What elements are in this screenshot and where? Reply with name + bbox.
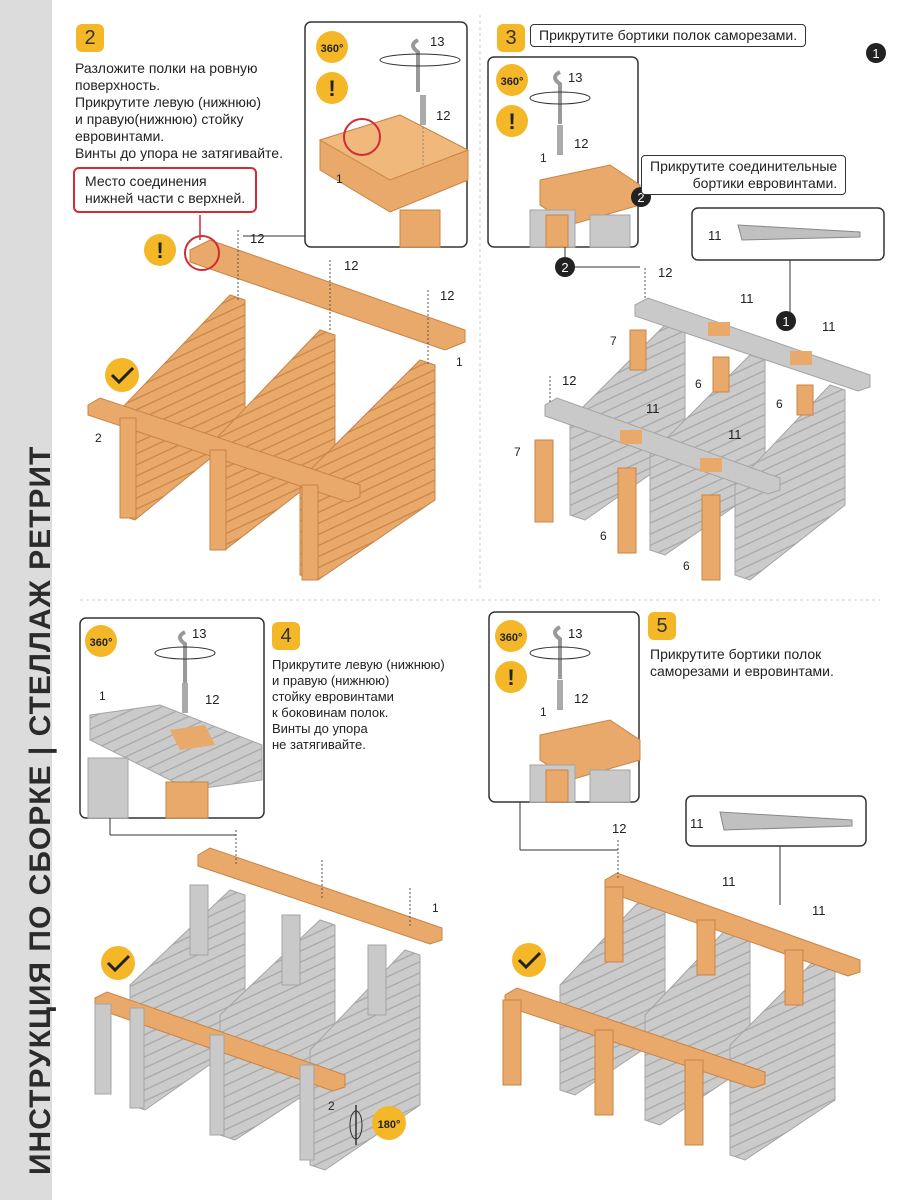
check-icon xyxy=(512,943,546,977)
step5-badge: 5 xyxy=(648,612,676,640)
step4-text: Прикрутите левую (нижнюю) и правую (нижн… xyxy=(272,657,445,752)
step3-top-board xyxy=(634,297,871,392)
step3-marker-1 xyxy=(866,43,886,63)
step2-top-board xyxy=(189,239,466,351)
svg-text:12: 12 xyxy=(440,288,454,303)
step2-panel-right xyxy=(299,359,436,581)
svg-text:360°: 360° xyxy=(501,76,524,88)
svg-text:12: 12 xyxy=(250,231,264,246)
svg-text:2: 2 xyxy=(637,190,644,205)
svg-text:7: 7 xyxy=(610,334,617,348)
svg-text:360°: 360° xyxy=(90,637,113,649)
label-1: 1 xyxy=(336,172,343,186)
step4-top-board xyxy=(197,847,443,945)
svg-text:1: 1 xyxy=(99,689,106,703)
svg-text:13: 13 xyxy=(568,70,582,85)
step3-badge: 3 xyxy=(497,24,525,52)
step4-badge: 4 xyxy=(272,622,300,650)
check-icon xyxy=(101,946,135,980)
label-12: 12 xyxy=(436,108,450,123)
step2-screw-13 xyxy=(411,38,420,92)
step5-text: Прикрутите бортики полок саморезами и ев… xyxy=(650,646,834,679)
step3-panel-right xyxy=(734,384,846,581)
label-13: 13 xyxy=(430,34,444,49)
step2-badge: 2 xyxy=(76,24,104,52)
svg-text:1: 1 xyxy=(540,705,547,719)
warning-icon: ! xyxy=(495,661,527,693)
svg-text:11: 11 xyxy=(646,401,660,416)
badge-360-icon: 360° xyxy=(495,620,527,652)
step3-callout-2: Прикрутите соединительные бортики еврови… xyxy=(641,155,847,195)
svg-text:6: 6 xyxy=(776,397,783,411)
step4-inset-board xyxy=(89,704,263,791)
svg-text:!: ! xyxy=(328,76,335,101)
badge-180-icon: 180° xyxy=(372,1106,406,1140)
step2-text: Разложите полки на ровную поверхность. П… xyxy=(75,60,283,161)
step3-callout-1: Прикрутите бортики полок саморезами. xyxy=(530,24,807,47)
svg-text:12: 12 xyxy=(612,821,626,836)
svg-text:12: 12 xyxy=(205,692,219,707)
svg-text:11: 11 xyxy=(728,427,742,442)
svg-text:360°: 360° xyxy=(321,43,344,55)
svg-text:7: 7 xyxy=(514,445,521,459)
svg-text:!: ! xyxy=(156,238,163,263)
svg-text:12: 12 xyxy=(658,265,672,280)
svg-text:12: 12 xyxy=(574,691,588,706)
svg-text:1: 1 xyxy=(456,355,463,369)
svg-text:11: 11 xyxy=(690,816,704,831)
svg-text:1: 1 xyxy=(782,314,789,329)
svg-text:6: 6 xyxy=(600,529,607,543)
svg-text:11: 11 xyxy=(812,903,826,918)
svg-text:6: 6 xyxy=(695,377,702,391)
badge-360-icon: 360° xyxy=(85,625,117,657)
svg-text:1: 1 xyxy=(432,901,439,915)
svg-text:1: 1 xyxy=(872,46,879,61)
warning-icon: ! xyxy=(316,72,348,104)
warning-icon: ! xyxy=(496,105,528,137)
svg-text:11: 11 xyxy=(822,319,836,334)
svg-text:12: 12 xyxy=(344,258,358,273)
svg-text:12: 12 xyxy=(562,373,576,388)
step2-inset-post xyxy=(399,209,441,248)
svg-text:13: 13 xyxy=(568,626,582,641)
step3-marker-1b xyxy=(776,311,796,331)
step2-inset-highlight xyxy=(343,118,381,156)
step2-joint-callout: Место соединения нижней части с верхней. xyxy=(73,167,258,213)
warning-icon: ! xyxy=(144,234,176,266)
svg-text:11: 11 xyxy=(740,291,754,306)
svg-text:11: 11 xyxy=(722,874,736,889)
svg-text:!: ! xyxy=(507,665,514,690)
svg-text:11: 11 xyxy=(708,228,722,243)
svg-text:180°: 180° xyxy=(378,1119,401,1131)
svg-text:1: 1 xyxy=(540,151,547,165)
check-icon xyxy=(105,358,139,392)
step2-joint-highlight xyxy=(184,235,220,271)
svg-text:2: 2 xyxy=(561,260,568,275)
svg-text:12: 12 xyxy=(574,136,588,151)
svg-text:360°: 360° xyxy=(500,632,523,644)
svg-text:2: 2 xyxy=(328,1099,335,1113)
svg-text:13: 13 xyxy=(192,626,206,641)
badge-360-icon: 360° xyxy=(316,31,348,63)
sidebar: ИНСТРУКЦИЯ ПО СБОРКЕ | СТЕЛЛАЖ РЕТРИТ xyxy=(0,0,57,1200)
svg-text:6: 6 xyxy=(683,559,690,573)
svg-text:2: 2 xyxy=(95,431,102,445)
step3-marker-2b xyxy=(555,257,575,277)
badge-360-icon: 360° xyxy=(496,64,528,96)
svg-text:!: ! xyxy=(508,109,515,134)
